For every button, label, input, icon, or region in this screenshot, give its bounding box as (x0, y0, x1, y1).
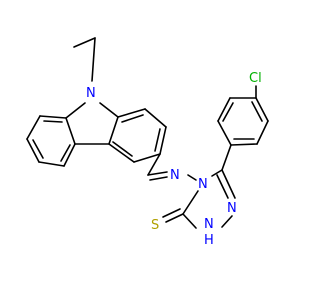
atom-label-nh-hydrogen: H (204, 233, 214, 248)
bond-n4-c5 (211, 169, 223, 177)
bond-l4 (38, 161, 65, 167)
bond-p4 (255, 97, 269, 122)
bond-ethyl-ch2 (91, 37, 96, 82)
bond-p1 (221, 144, 232, 171)
bond-n2-c3 (182, 213, 197, 229)
chlorophenyl-ring (217, 85, 269, 171)
atom-label-sulfur: S (151, 218, 159, 233)
bond-n1-n2 (221, 215, 233, 228)
bond-l1-inner (43, 120, 63, 123)
bond-l2 (26, 115, 41, 140)
bond-c9a-c4a (108, 116, 119, 145)
bond-ch-n-double-b (149, 176, 168, 181)
bond-r5-inner (112, 141, 133, 157)
bond-n9-c8a (65, 102, 86, 119)
bond-l5 (63, 143, 76, 167)
bond-p7 (217, 120, 232, 146)
bond-r3 (159, 126, 167, 155)
triazole-ring (162, 169, 236, 229)
bond-l1 (39, 115, 67, 119)
bond-c3-n4 (182, 190, 199, 215)
atom-label-imine-n: N (170, 168, 180, 183)
atom-label-triazole-nh: N (204, 217, 214, 232)
bond-l3 (26, 138, 40, 163)
bond-n9-c9a (99, 102, 119, 118)
atom-label-triazole-n4: N (198, 177, 208, 192)
atom-label-triazole-n2: N (227, 201, 237, 216)
bond-n-n4 (187, 174, 197, 181)
bond-c3-ch (147, 153, 161, 176)
bond-cs-b (162, 208, 181, 218)
molecule-diagram: N N N N N H Cl S (26, 37, 269, 248)
bond-l5-inner (60, 144, 71, 162)
structure-svg: N N N N N H Cl S (26, 37, 269, 248)
bond-r1-inner (121, 114, 144, 123)
bond-ethyl-ch3 (73, 37, 96, 48)
imine-linker (147, 153, 197, 181)
bond-r3-inner (154, 128, 161, 152)
bond-c5-n1-b (216, 174, 229, 199)
atom-label-carbazole-n: N (86, 86, 96, 101)
bond-p4-inner (251, 101, 263, 122)
bond-c5-n1-a (221, 169, 236, 199)
bond-c8a-c4b (65, 117, 76, 145)
bond-r1 (117, 108, 146, 118)
bond-cs-a (165, 213, 184, 223)
bond-p6 (217, 97, 231, 122)
atom-label-chlorine: Cl (249, 71, 262, 86)
bond-p6-inner (222, 102, 234, 122)
bond-l3-inner (32, 139, 44, 159)
bond-ch-n-double-a (147, 171, 168, 176)
bond-p3 (256, 120, 269, 145)
bond-r4 (133, 153, 161, 163)
carbazole-ring-system (26, 37, 167, 167)
bond-r5 (108, 143, 135, 163)
bond-r2 (144, 108, 167, 128)
bond-p2 (230, 143, 258, 146)
